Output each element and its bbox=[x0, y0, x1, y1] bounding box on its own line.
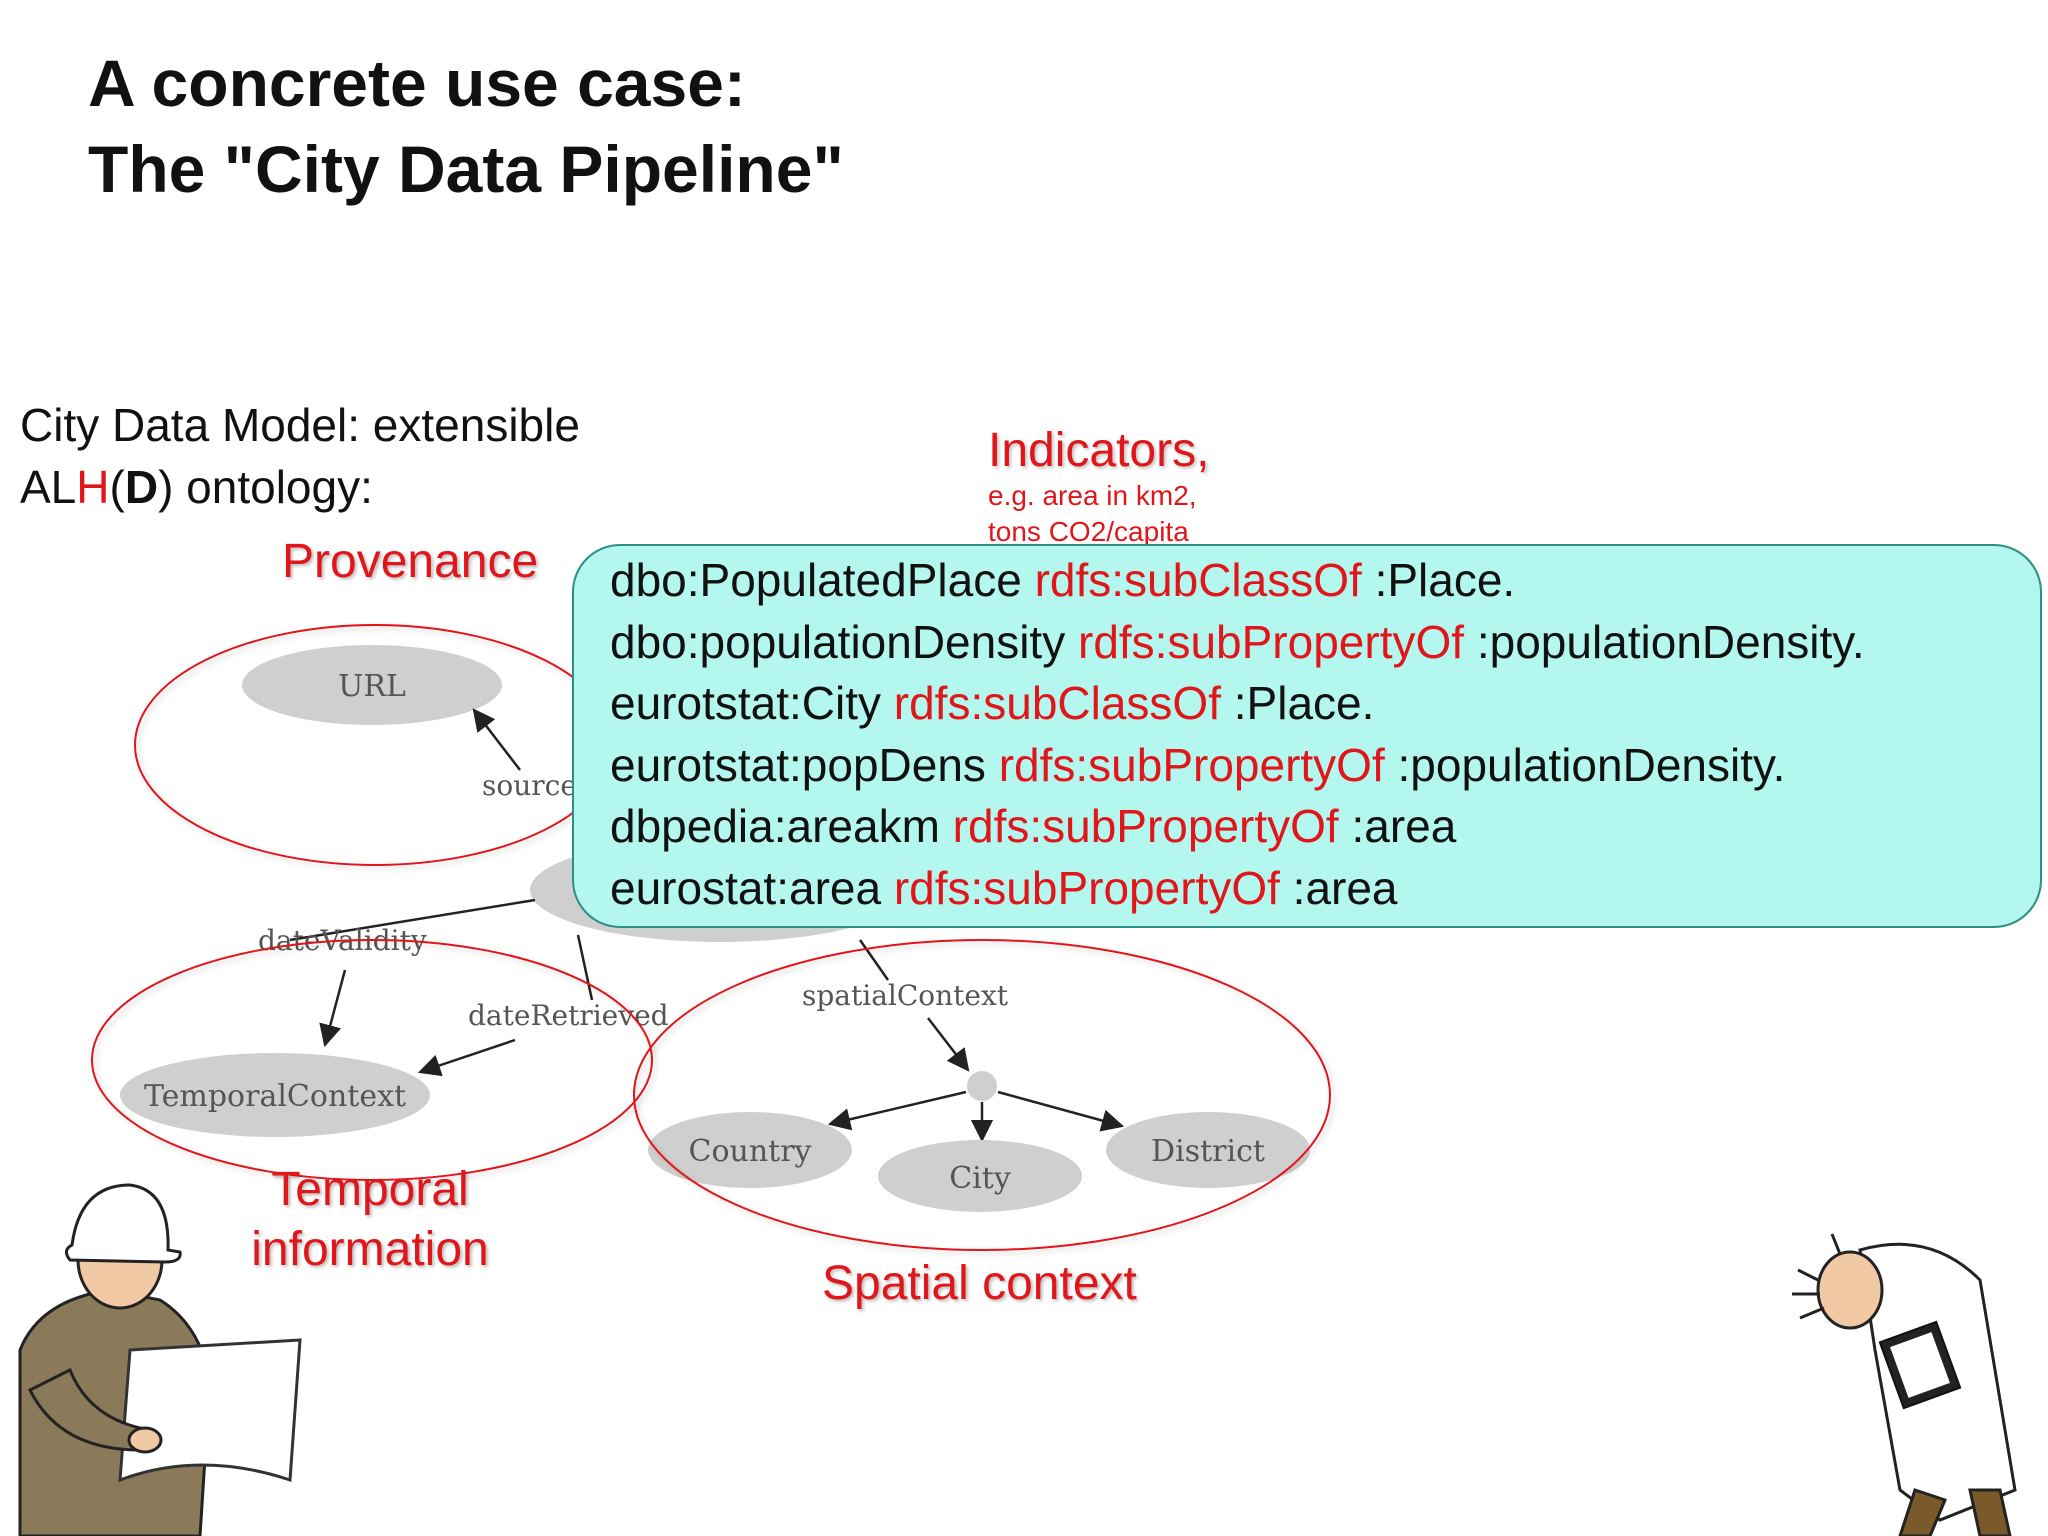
callout-line-5: dbpedia:areakm rdfs:subPropertyOf :area bbox=[610, 796, 2020, 858]
callout-line-3-subject: eurotstat:City bbox=[610, 677, 881, 729]
intro-al: AL bbox=[20, 461, 77, 513]
district-node bbox=[1106, 1112, 1310, 1188]
spatial-context-edge-top bbox=[858, 939, 890, 981]
provenance-label: Provenance bbox=[282, 535, 539, 588]
callout-line-6-object: :area bbox=[1292, 861, 1398, 914]
date-validity-edge-top bbox=[289, 898, 536, 942]
title-line-1: A concrete use case: bbox=[88, 46, 746, 120]
callout-line-5-object: :area bbox=[1351, 800, 1457, 852]
callout-line-6-predicate: rdfs:subPropertyOf bbox=[893, 861, 1280, 914]
callout-line-3-predicate: rdfs:subClassOf bbox=[893, 677, 1221, 729]
callout-line-5-predicate: rdfs:subPropertyOf bbox=[952, 800, 1339, 852]
spatial-context-edge bbox=[927, 1017, 970, 1072]
temporal-context-label: TemporalContext bbox=[144, 1079, 406, 1114]
callout-line-4-subject: eurotstat:popDens bbox=[610, 738, 986, 791]
hub-district-edge bbox=[997, 1090, 1125, 1132]
temporal-context-node bbox=[120, 1053, 430, 1137]
intro-open-paren: ( bbox=[109, 461, 125, 513]
spatial-ring bbox=[633, 939, 1331, 1251]
callout-line-2-object: :populationDensity. bbox=[1476, 615, 1865, 668]
city-node bbox=[878, 1140, 1082, 1212]
callout-line-2-predicate: rdfs:subPropertyOf bbox=[1078, 615, 1465, 668]
engineer-illustration bbox=[18, 1183, 302, 1536]
temporal-label-2: information bbox=[251, 1223, 489, 1276]
country-node-label: Country bbox=[688, 1134, 811, 1169]
intro-d: D bbox=[124, 461, 159, 513]
callout-line-2-subject: dbo:populationDensity bbox=[610, 615, 1066, 668]
date-retrieved-label: dateRetrieved bbox=[468, 999, 669, 1032]
callout-line-1-object: :Place. bbox=[1374, 554, 1516, 606]
spatial-context-label: spatialContext bbox=[802, 979, 1009, 1012]
intro-rest: ) ontology: bbox=[158, 461, 373, 513]
callout-line-1-predicate: rdfs:subClassOf bbox=[1034, 554, 1362, 606]
source-edge-label: source bbox=[482, 769, 577, 802]
temporal-label-1: Temporal bbox=[271, 1163, 469, 1216]
date-retrieved-edge-top bbox=[576, 934, 594, 1001]
temporal-label: Temporal information bbox=[230, 1160, 510, 1280]
callout-line-4-object: :populationDensity. bbox=[1397, 738, 1786, 791]
indicators-note-1: e.g. area in km2, bbox=[988, 480, 1197, 511]
title-line-2: The "City Data Pipeline" bbox=[88, 132, 844, 206]
date-validity-edge bbox=[319, 969, 347, 1048]
spatial-context-label-red: Spatial context bbox=[822, 1257, 1137, 1310]
indicators-title: Indicators, bbox=[988, 424, 1210, 477]
callout-line-2: dbo:populationDensity rdfs:subPropertyOf… bbox=[610, 612, 2020, 674]
intro-line-2: ALH(D) ontology: bbox=[20, 456, 580, 518]
url-node bbox=[242, 645, 502, 725]
intro-line-1: City Data Model: extensible bbox=[20, 399, 580, 451]
callout-line-1-subject: dbo:PopulatedPlace bbox=[610, 554, 1022, 606]
indicators-note-2: tons CO2/capita bbox=[988, 516, 1189, 547]
slide-title: A concrete use case: The "City Data Pipe… bbox=[88, 40, 844, 212]
date-retrieved-edge bbox=[417, 1038, 516, 1077]
url-node-label: URL bbox=[338, 669, 406, 704]
scientist-illustration bbox=[1792, 1233, 2017, 1536]
callout-line-4-predicate: rdfs:subPropertyOf bbox=[998, 738, 1385, 791]
indicators-label: Indicators, e.g. area in km2, tons CO2/c… bbox=[988, 424, 1209, 550]
intro-h: H bbox=[76, 461, 110, 513]
country-node bbox=[648, 1112, 852, 1188]
city-node-label: City bbox=[949, 1161, 1011, 1196]
district-node-label: District bbox=[1151, 1134, 1265, 1169]
mapping-callout: dbo:PopulatedPlace rdfs:subClassOf :Plac… bbox=[572, 544, 2042, 928]
callout-line-4: eurotstat:popDens rdfs:subPropertyOf :po… bbox=[610, 735, 2020, 797]
hub-country-edge bbox=[827, 1090, 967, 1131]
callout-line-6-subject: eurostat:area bbox=[610, 861, 882, 914]
callout-line-1: dbo:PopulatedPlace rdfs:subClassOf :Plac… bbox=[610, 550, 2020, 612]
temporal-ring bbox=[91, 939, 653, 1181]
callout-line-5-subject: dbpedia:areakm bbox=[610, 800, 940, 852]
callout-line-3-object: :Place. bbox=[1233, 677, 1375, 729]
callout-line-6: eurostat:area rdfs:subPropertyOf :area bbox=[610, 858, 2020, 920]
intro-text: City Data Model: extensible ALH(D) ontol… bbox=[20, 394, 580, 518]
callout-line-3: eurotstat:City rdfs:subClassOf :Place. bbox=[610, 673, 2020, 735]
source-edge bbox=[472, 708, 521, 771]
spatial-hub-node bbox=[967, 1071, 997, 1101]
